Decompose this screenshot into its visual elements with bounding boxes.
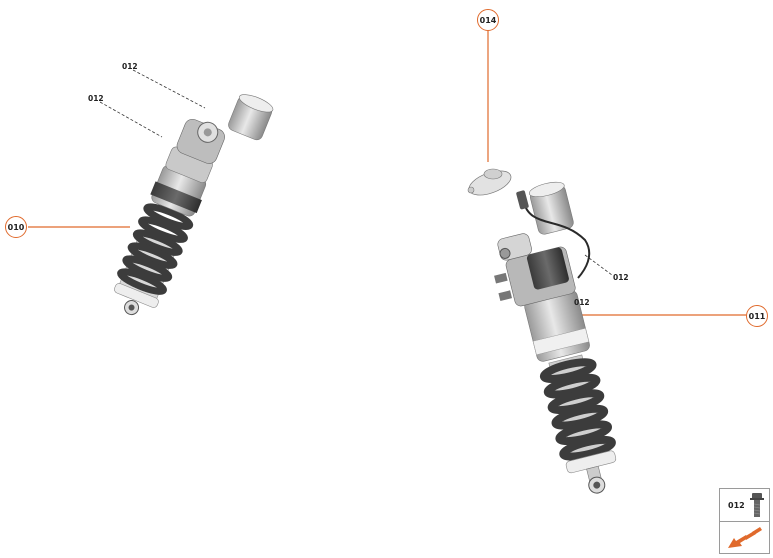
parts-legend: 012 (719, 488, 770, 554)
callout-011[interactable]: 011 (746, 305, 768, 327)
legend-part-number: 012 (728, 500, 745, 510)
ref-label-012[interactable]: 012 (88, 94, 104, 103)
callout-010[interactable]: 010 (5, 216, 27, 238)
top-mount-014 (467, 168, 512, 196)
bolt-icon (749, 493, 764, 517)
sensor-cable (522, 199, 591, 279)
sensor-connector (516, 190, 529, 210)
arrow-down-left-icon (728, 527, 762, 548)
ref-label-012[interactable]: 012 (122, 62, 138, 71)
shock-absorber-011 (494, 181, 617, 494)
ref-label-012[interactable]: 012 (613, 273, 629, 282)
ref-label-012[interactable]: 012 (574, 298, 590, 307)
legend-item-012[interactable]: 012 (720, 489, 769, 522)
callout-014[interactable]: 014 (477, 9, 499, 31)
legend-action[interactable] (720, 522, 769, 553)
shock-absorber-010 (114, 94, 274, 316)
